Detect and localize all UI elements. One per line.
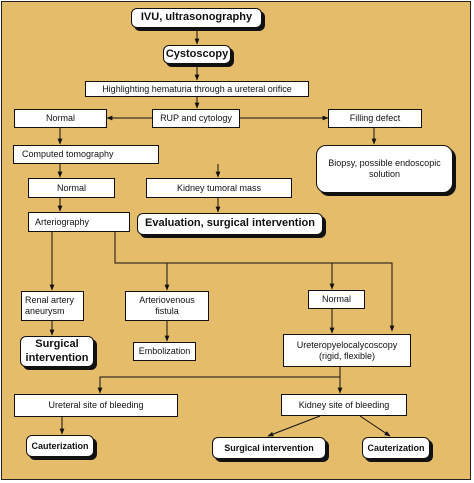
node-ureteropyelocalycoscopy: Ureteropyelocalycoscopy (rigid, flexible… bbox=[283, 334, 411, 367]
node-embolization: Embolization bbox=[133, 342, 196, 361]
edge-kidneysite-surgical bbox=[267, 415, 321, 437]
node-cystoscopy: Cystoscopy bbox=[163, 45, 231, 64]
node-biopsy: Biopsy, possible endoscopic solution bbox=[316, 145, 453, 193]
node-filling-defect: Filling defect bbox=[328, 109, 422, 128]
node-arteriography: Arteriography bbox=[28, 212, 130, 232]
node-rup-cytology: RUP and cytology bbox=[152, 109, 240, 128]
node-surgical-intervention-2: Surgical intervention bbox=[212, 437, 326, 459]
edge-uretero-split bbox=[97, 367, 341, 394]
node-highlighting-hematuria: Highlighting hematuria through a uretera… bbox=[85, 81, 309, 97]
node-cauterization-2: Cauterization bbox=[362, 437, 430, 459]
node-ureteral-site-bleeding: Ureteral site of bleeding bbox=[14, 394, 178, 417]
edge-kidneysite-cauterization bbox=[359, 415, 391, 437]
node-arteriovenous-fistula: Arteriovenous fistula bbox=[125, 291, 209, 321]
node-ivu: IVU, ultrasonography bbox=[131, 8, 262, 28]
node-renal-artery-aneurysm: Renal artery aneurysm bbox=[21, 291, 84, 321]
node-computed-tomography: Computed tomography bbox=[13, 145, 159, 164]
node-surgical-intervention-1: Surgical intervention bbox=[20, 336, 94, 367]
node-normal-1: Normal bbox=[14, 109, 107, 128]
node-kidney-site-bleeding: Kidney site of bleeding bbox=[281, 394, 407, 416]
edge-arteriography-bypass bbox=[114, 232, 395, 332]
node-normal-2: Normal bbox=[28, 178, 115, 198]
node-normal-3: Normal bbox=[308, 290, 365, 309]
node-kidney-tumoral-mass: Kidney tumoral mass bbox=[146, 178, 292, 198]
node-cauterization-1: Cauterization bbox=[26, 435, 94, 457]
node-evaluation-surgical: Evaluation, surgical intervention bbox=[137, 213, 323, 235]
